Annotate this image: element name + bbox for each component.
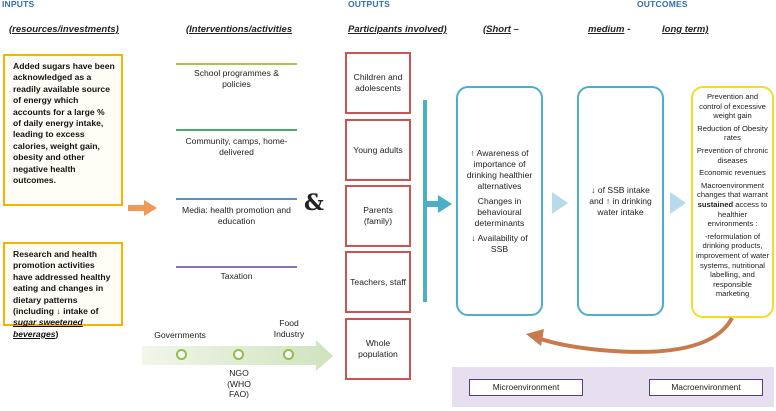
ampersand: &	[304, 190, 324, 216]
participant-young-adults: Young adults	[345, 119, 411, 181]
input-research-text: Research and health promotion activities…	[13, 249, 111, 317]
long-term-box: Prevention and control of excessive weig…	[691, 86, 774, 318]
intervention-media: Media: health promotion and education	[182, 205, 291, 226]
long-term-env-pre: Macroenvironment changes that warrant	[697, 180, 768, 200]
taxation-line	[176, 266, 297, 268]
long-term-env-post: access to healthier environments :	[707, 199, 768, 229]
medium-term-box: ↓ of SSB intake and ↑ in drinking water …	[577, 86, 664, 316]
short-term-subheader: (Short –	[483, 24, 519, 35]
interventions-subheader: (Interventions/activities	[186, 24, 293, 35]
intervention-community: Community, camps, home-delivered	[185, 136, 288, 157]
feedback-arrow	[526, 317, 734, 354]
long-term-environment: Macroenvironment changes that warrant su…	[696, 181, 769, 229]
long-term-chronic: Prevention of chronic diseases	[696, 145, 769, 165]
food-industry-label: Food Industry	[273, 318, 305, 339]
input-arrow	[128, 200, 157, 216]
media-line	[176, 198, 297, 200]
participants-subheader: Participants involved)	[348, 24, 447, 35]
long-term-subheader: long term)	[662, 24, 709, 35]
community-line	[176, 129, 297, 131]
medium-term-subheader: medium -	[588, 24, 630, 35]
long-term-obesity: Reduction of Obesity rates	[697, 123, 768, 143]
medium-term-label: medium	[588, 24, 625, 35]
participant-children: Children and adolescents	[345, 52, 411, 114]
governments-node	[176, 349, 187, 360]
participants-arrow	[427, 195, 452, 213]
participant-teachers: Teachers, staff	[345, 251, 411, 313]
short-term-availability: ↓ Availability of SSB	[471, 232, 528, 254]
long-term-reform: -reformulation of drinking products, imp…	[696, 231, 770, 299]
long-term-weight: Prevention and control of excessive weig…	[699, 92, 766, 121]
ngo-node	[233, 349, 244, 360]
short-term-box: ↑ Awareness of importance of drinking he…	[456, 86, 543, 316]
ngo-label: NGO (WHO FAO)	[227, 368, 251, 399]
input-box-added-sugars: Added sugars have been acknowledged as a…	[3, 54, 123, 206]
short-term-dash: –	[513, 24, 519, 35]
participant-parents: Parents (family)	[345, 185, 411, 247]
microenvironment-box: Microenvironment	[469, 379, 583, 396]
inputs-header: INPUTS	[2, 0, 35, 9]
short-term-label: (Short	[483, 24, 511, 35]
medium-to-long-arrow	[670, 192, 686, 214]
long-term-economic: Economic revenues	[699, 168, 766, 178]
macroenvironment-box: Macroenvironment	[649, 379, 763, 396]
participant-whole-population: Whole population	[345, 318, 411, 380]
outputs-header: OUTPUTS	[348, 0, 391, 9]
food-industry-node	[283, 349, 294, 360]
school-line	[176, 63, 297, 65]
intervention-school: School programmes & policies	[193, 68, 280, 89]
participants-bracket	[423, 100, 427, 302]
outcomes-header: OUTCOMES	[637, 0, 688, 9]
short-term-behaviour: Changes in behavioural determinants	[474, 195, 525, 228]
short-to-medium-arrow	[552, 192, 568, 214]
medium-term-dash: -	[627, 24, 631, 35]
short-term-awareness: ↑ Awareness of importance of drinking he…	[466, 147, 533, 191]
intervention-taxation: Taxation	[220, 271, 253, 281]
resources-subheader: (resources/investments)	[9, 24, 119, 35]
long-term-env-bold: sustained	[697, 199, 734, 209]
input-box-research: Research and health promotion activities…	[3, 242, 123, 339]
input-research-ssb: sugar sweetened beverages	[13, 317, 83, 339]
medium-term-text: ↓ of SSB intake and ↑ in drinking water …	[589, 184, 652, 217]
input-research-tail: )	[55, 328, 59, 339]
governments-label: Governments	[154, 330, 206, 340]
